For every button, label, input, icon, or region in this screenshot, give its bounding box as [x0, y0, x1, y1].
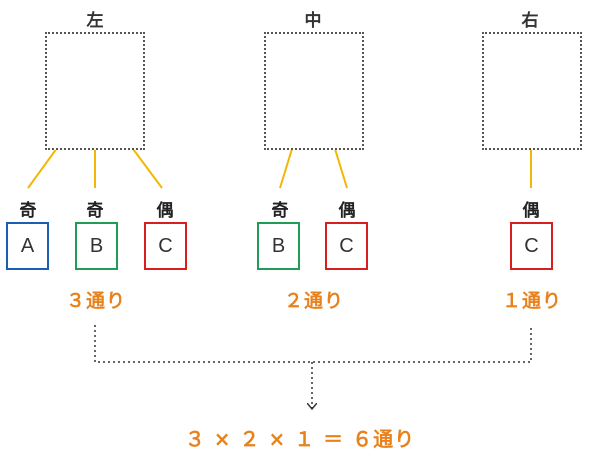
card-b: B — [75, 222, 118, 270]
slot-box-right — [482, 32, 582, 150]
combine-bracket — [94, 325, 532, 363]
count-right: １通り — [501, 290, 562, 312]
parity-label: 偶 — [156, 201, 174, 221]
slot-box-middle — [264, 32, 364, 150]
card-c: C — [325, 222, 368, 270]
parity-label: 奇 — [19, 201, 37, 221]
card-c: C — [144, 222, 187, 270]
parity-label: 偶 — [338, 201, 356, 221]
slot-box-left — [45, 32, 145, 150]
result-formula: ３ × ２ × １ ＝ ６通り — [184, 427, 416, 451]
parity-label: 奇 — [271, 201, 289, 221]
count-left: ３通り — [65, 290, 126, 312]
slot-title-left: 左 — [86, 11, 104, 31]
parity-label: 奇 — [86, 201, 104, 221]
card-a: A — [6, 222, 49, 270]
card-b: B — [257, 222, 300, 270]
slot-title-right: 右 — [521, 11, 539, 31]
count-middle: ２通り — [283, 290, 344, 312]
slot-title-middle: 中 — [304, 11, 322, 31]
card-c: C — [510, 222, 553, 270]
parity-label: 偶 — [522, 201, 540, 221]
